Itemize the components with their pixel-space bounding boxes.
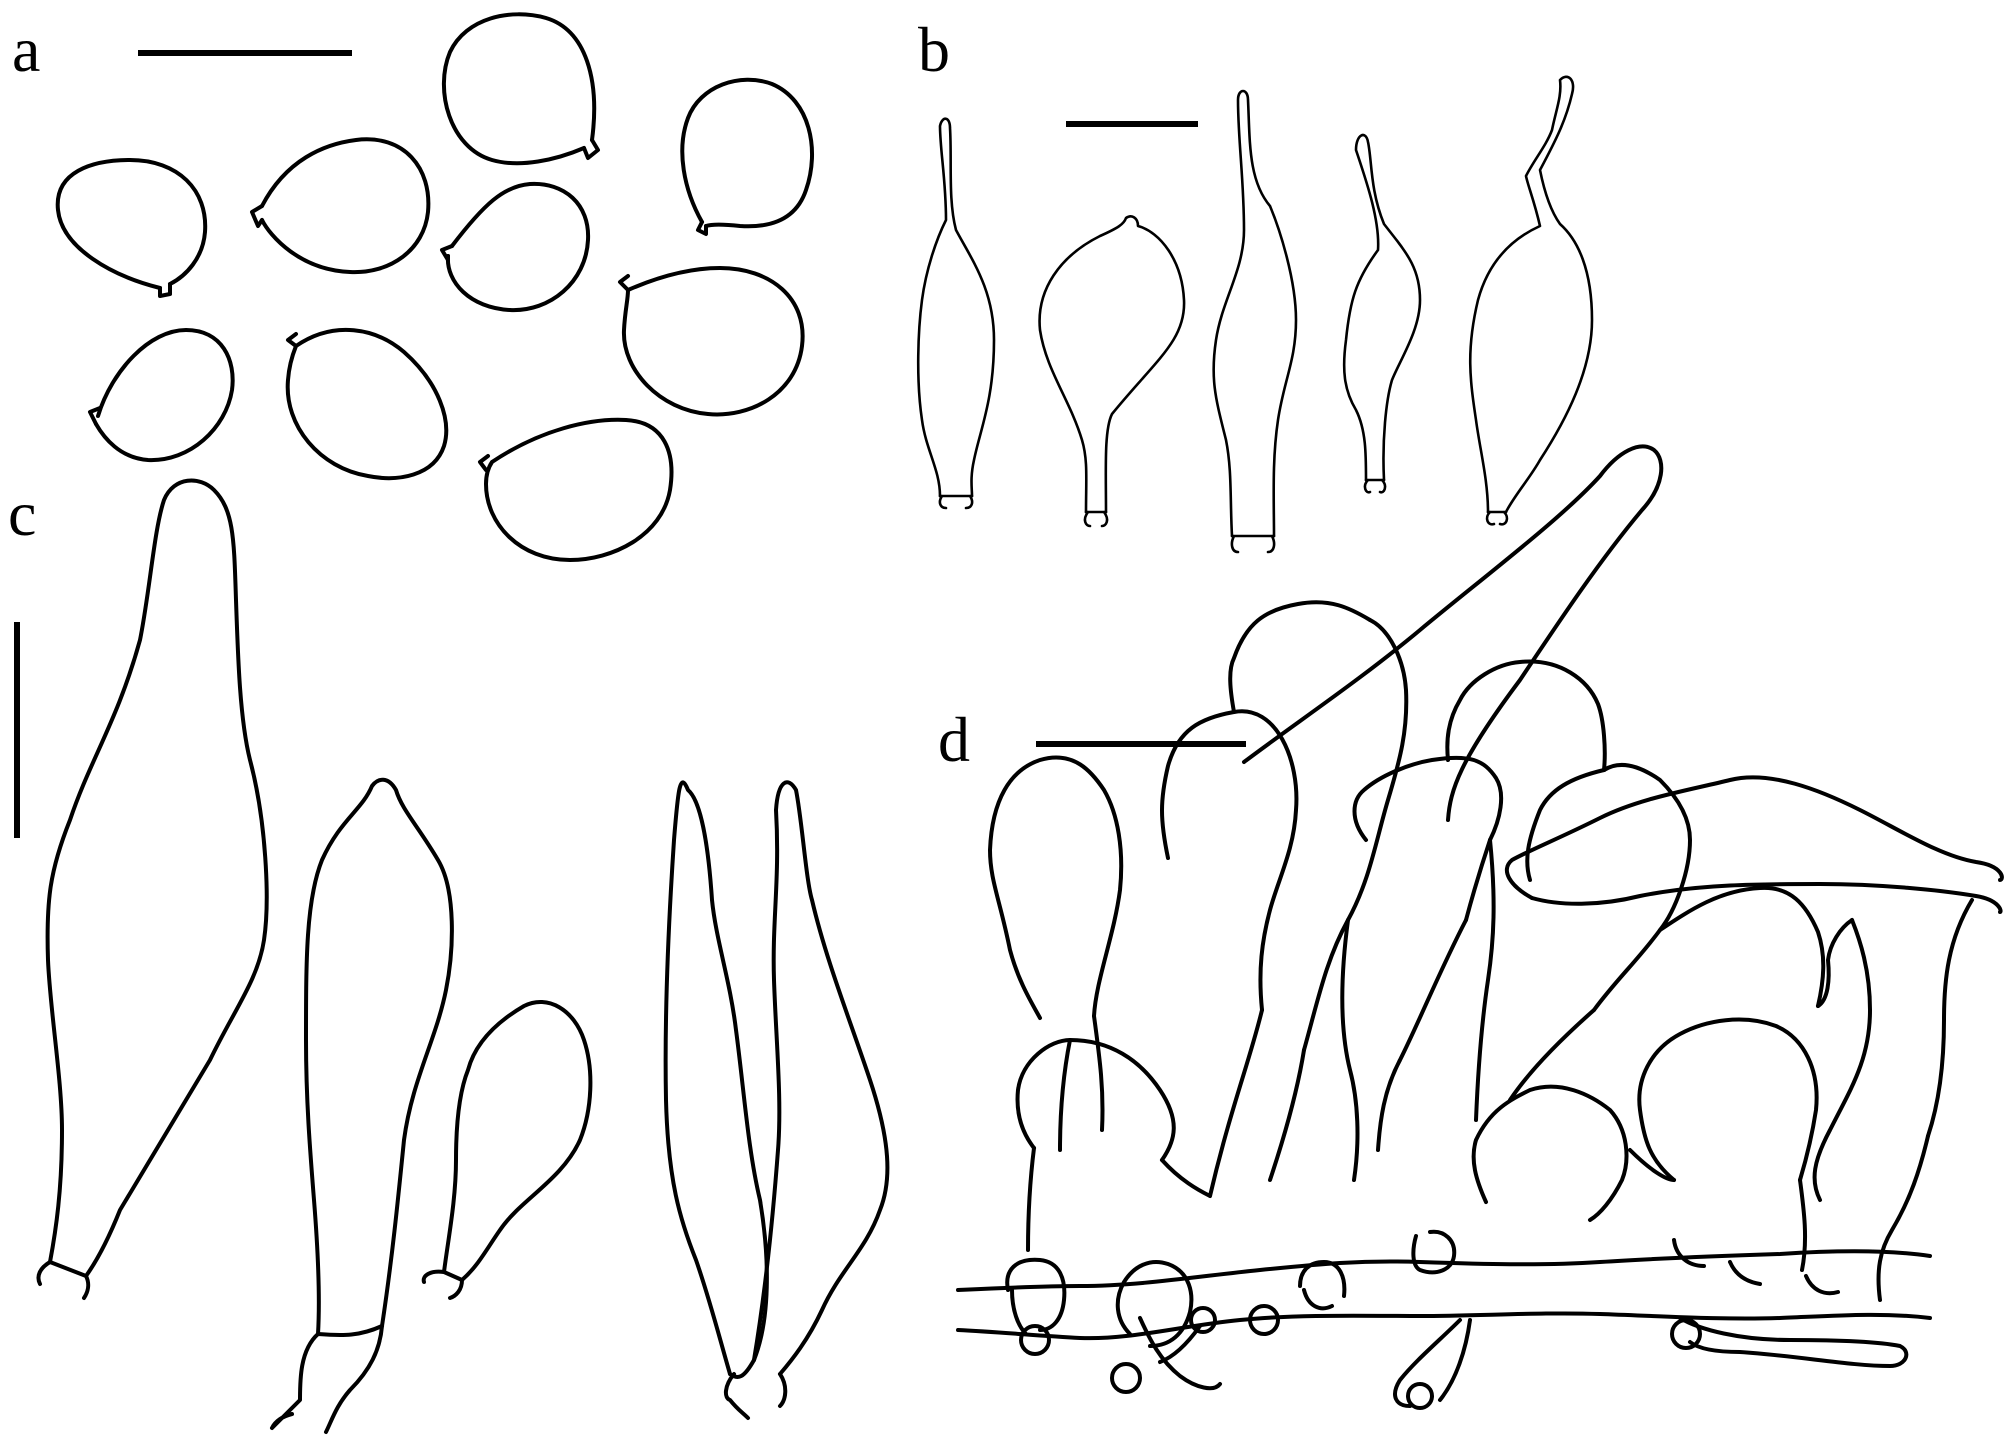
- panel-label-c: c: [8, 478, 37, 549]
- cystidium: [36, 478, 269, 1300]
- basidium: [1468, 75, 1594, 526]
- hypha: [1160, 1008, 1264, 1198]
- repent-cell: [1504, 775, 2004, 900]
- spore: [440, 181, 591, 313]
- basal-hypha: [956, 1311, 1932, 1341]
- inflated-cell: [1445, 659, 1607, 772]
- spore: [285, 327, 449, 481]
- inflated-cell: [1525, 768, 1606, 882]
- clamp-connection: [1110, 1362, 1142, 1394]
- clamp-connection: [1019, 1324, 1051, 1356]
- inflated-cell: [1816, 918, 1854, 1008]
- basal-hypha: [1393, 1318, 1472, 1408]
- clamp-connection: [1406, 1382, 1434, 1410]
- terminal-cell: [1242, 444, 1664, 822]
- panel-c-cystidia: [14, 478, 890, 1434]
- clamp-connection: [1189, 1306, 1217, 1334]
- hypha: [1026, 1014, 1105, 1252]
- hypha: [1508, 1008, 1808, 1272]
- clamp-connection: [1670, 1318, 1702, 1350]
- inflated-cell: [1352, 755, 1504, 922]
- inflated-cell: [1160, 709, 1299, 1012]
- inflated-cell: [988, 755, 1124, 1020]
- subtending-cell: [1005, 1257, 1067, 1336]
- basidium: [1038, 215, 1186, 528]
- inflated-cell: [1926, 898, 1974, 1138]
- basal-hypha: [1678, 1316, 1909, 1368]
- subtending-cell: [1115, 1260, 1194, 1348]
- inflated-cell: [1658, 885, 1826, 1008]
- basidium: [1212, 89, 1298, 554]
- panel-b-basidia: [916, 75, 1594, 554]
- spore: [250, 137, 431, 275]
- clamp-connection: [1248, 1304, 1280, 1336]
- subtending-cell: [1298, 1260, 1347, 1311]
- spore: [680, 77, 814, 236]
- inflated-cell: [1471, 1084, 1629, 1222]
- panel-d-tissue: [956, 444, 2004, 1410]
- panel-label-d: d: [938, 704, 970, 775]
- hypha: [1376, 838, 1496, 1152]
- basidium: [916, 117, 996, 510]
- cystidium: [421, 1000, 593, 1300]
- panel-label-b: b: [918, 14, 950, 85]
- subtending-cell: [1672, 1238, 1840, 1296]
- spore: [88, 328, 235, 463]
- basidium: [1342, 133, 1422, 494]
- basal-hypha: [956, 1249, 1932, 1292]
- panel-label-a: a: [12, 14, 41, 85]
- inflated-cell: [1302, 618, 1409, 1052]
- spore: [441, 12, 600, 166]
- repent-cell: [1530, 882, 2003, 914]
- spore: [478, 417, 674, 562]
- hypha: [1876, 1134, 1930, 1302]
- cystidium-pair: [663, 780, 890, 1420]
- panel-a-spores: [55, 12, 814, 562]
- inflated-cell: [1812, 918, 1872, 1202]
- inflated-cell: [1592, 763, 1692, 1012]
- cystidium: [270, 777, 454, 1434]
- hypha: [1268, 918, 1360, 1182]
- subtending-cell: [1411, 1229, 1457, 1275]
- inflated-cell: [1015, 1038, 1176, 1162]
- spore: [618, 266, 805, 417]
- spore: [55, 158, 208, 298]
- inflated-cell: [1637, 1017, 1819, 1182]
- inflated-cell: [1228, 600, 1372, 714]
